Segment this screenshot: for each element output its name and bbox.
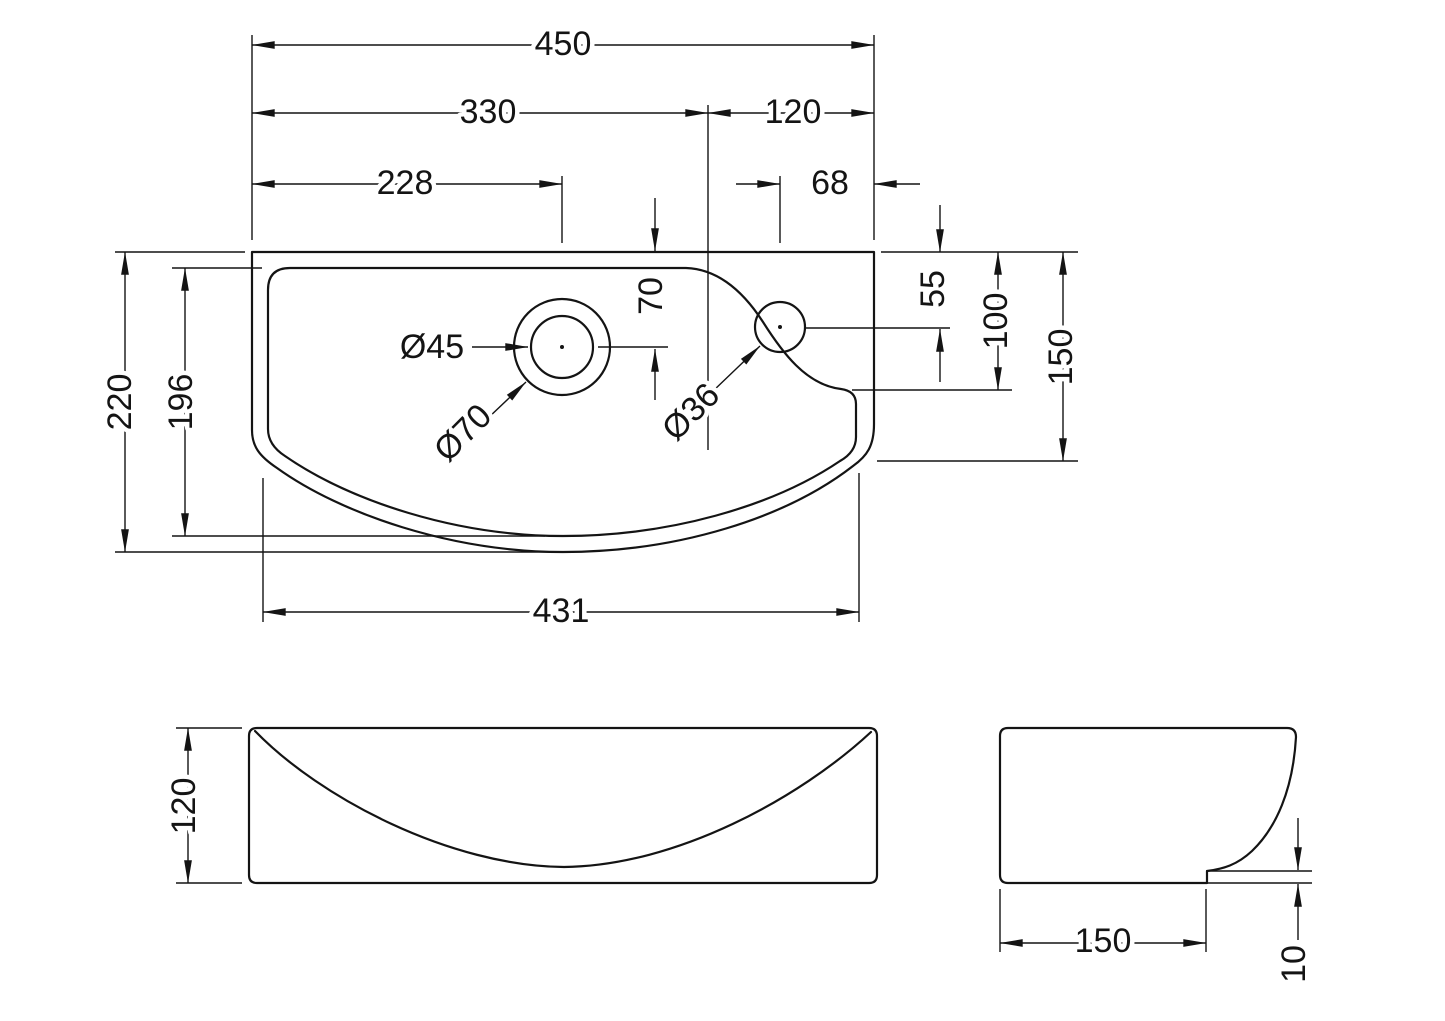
dim-text-faucet-offset-top: 70 — [632, 277, 670, 315]
dim-text-shelf-section-depth: 150 — [1042, 329, 1080, 386]
dim-text-shelf-hole-offset-right: 68 — [811, 164, 849, 202]
dimension-texts: 450 330 120 228 68 70 Ø45 Ø70 Ø36 55 100… — [97, 21, 1318, 988]
leader-shelf-hole-dia — [711, 345, 761, 393]
dim-text-faucet-recess-dia: Ø70 — [427, 397, 499, 469]
dim-text-faucet-offset-left: 228 — [377, 164, 434, 202]
front-view-bowl-curve — [253, 729, 873, 869]
dim-text-overall-width: 450 — [535, 25, 592, 63]
dim-text-front-height: 120 — [165, 778, 203, 835]
dimension-lines — [121, 41, 1302, 947]
top-view-outer-outline — [250, 250, 876, 554]
dim-text-bowl-section-width: 330 — [460, 93, 517, 131]
top-view — [250, 250, 876, 554]
side-view — [998, 726, 1298, 885]
top-view-inner-rim-outline — [266, 266, 858, 538]
dim-text-inner-depth: 196 — [162, 374, 200, 431]
front-view — [247, 726, 879, 885]
dim-text-base-lip-height: 10 — [1275, 945, 1313, 983]
shelf-hole-circle — [753, 300, 807, 354]
leader-faucet-recess-dia — [486, 381, 527, 420]
dim-text-shelf-hole-offset-top: 55 — [914, 270, 952, 308]
shelf-hole-center-dot — [778, 325, 782, 329]
dim-text-overall-depth: 220 — [101, 374, 139, 431]
extension-lines — [115, 35, 1312, 952]
dim-text-shelf-section-width: 120 — [765, 93, 822, 131]
faucet-hole-center-dot — [560, 345, 564, 349]
dim-text-faucet-hole-dia: Ø45 — [400, 328, 464, 366]
side-view-body-outline — [998, 726, 1298, 885]
front-view-body-outline — [247, 726, 879, 885]
faucet-hole-circle — [529, 314, 595, 380]
dim-text-bottom-edge-width: 431 — [533, 592, 590, 630]
dim-text-shelf-hole-dia: Ø36 — [655, 376, 727, 448]
dim-text-shelf-depth: 100 — [977, 293, 1015, 350]
dim-text-base-depth: 150 — [1075, 922, 1132, 960]
